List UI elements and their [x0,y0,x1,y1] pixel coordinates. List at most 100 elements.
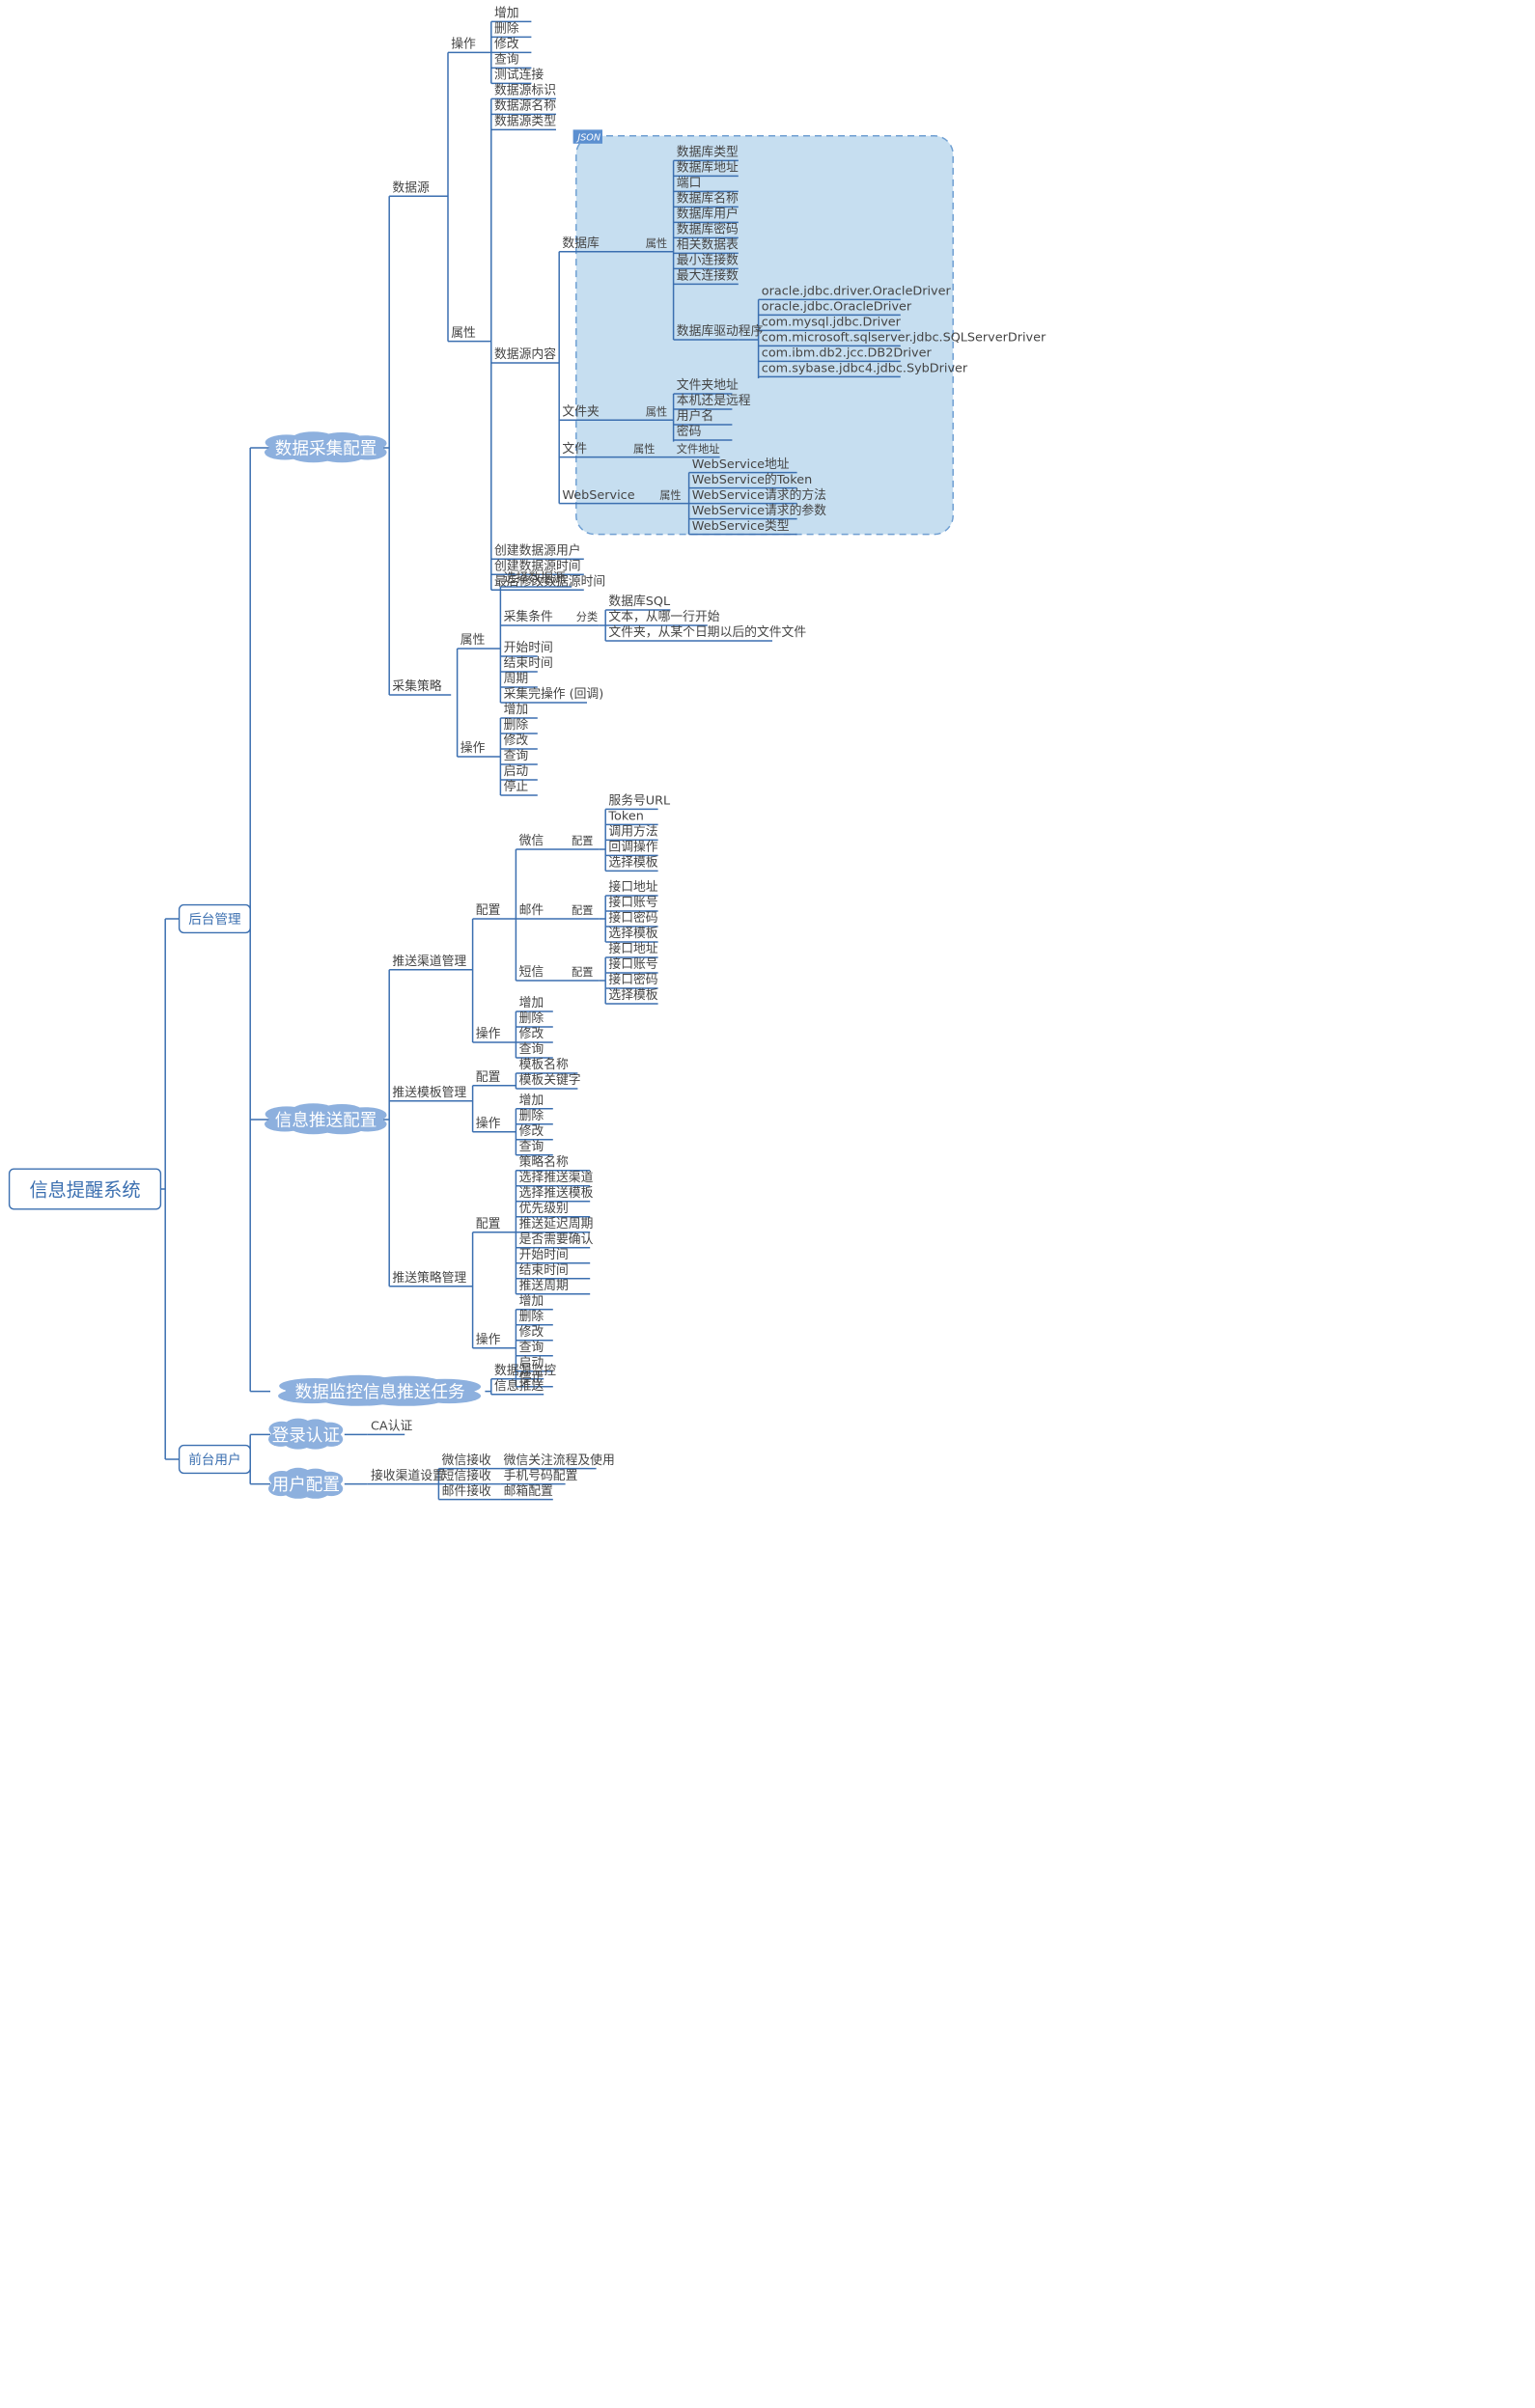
strategy-ops-item: 启动 [504,764,529,779]
json-tag [572,129,602,144]
ws-attr-item: WebService请求的参数 [692,503,826,518]
ws-attr-item: WebService地址 [692,457,790,472]
leaf-node: 修改 [494,38,519,52]
push-strategy-ops-item: 增加 [519,1294,544,1309]
json-tag-label: JSON [575,133,600,144]
channel-ops-item: 删除 [519,1011,544,1026]
db-attr-item: 数据库类型 [677,145,739,160]
db-attr-item: 相关数据表 [677,238,739,253]
push-strategy-config-item: 结束时间 [519,1263,569,1278]
channel-wechat-config: 配置 [572,835,593,847]
receive-config-item: 邮箱配置 [504,1483,553,1499]
db-attr-item: 最小连接数 [677,253,739,268]
push-strategy-ops-item: 删除 [519,1310,544,1324]
channel-node: 推送渠道管理 [392,955,466,969]
channel-mail-item: 接口密码 [608,910,657,926]
channel-config-node: 配置 [476,903,501,918]
db-attr-item: 数据库名称 [677,191,739,207]
push-strategy-config-item: 推送延迟周期 [519,1217,594,1232]
channel-sms-item: 选择模板 [608,988,657,1003]
frontend-node[interactable]: 前台用户 [178,1444,251,1475]
datasource-attr-item: 创建数据源时间 [494,559,581,573]
strategy-cls-label: 分类 [576,610,598,623]
ws-attr-item: WebService类型 [692,519,790,534]
backend-node-frame [178,903,251,934]
channel-mail-item: 接口账号 [608,895,657,910]
cloud-label: 用户配置 [272,1476,340,1495]
backend-node[interactable]: 后台管理 [178,903,251,934]
strategy-ops-node: 操作 [460,740,486,756]
push-strategy-config-item: 是否需要确认 [519,1232,594,1247]
channel-mail-item: 选择模板 [608,927,657,941]
channel-wechat-item: Token [607,810,643,824]
channel-sms-item: 接口账号 [608,956,657,972]
login-node[interactable]: 登录认证 [268,1418,344,1450]
strategy-cond-node: 采集条件 [504,609,553,624]
channel-sms-config: 配置 [572,966,593,979]
json-file-attr-label: 属性 [633,442,655,456]
push-strategy-config-item: 优先级别 [519,1202,569,1216]
receive-config-item: 手机号码配置 [504,1469,578,1483]
channel-mail-node: 邮件 [519,903,544,918]
template-config-item: 模板名称 [519,1057,569,1072]
template-node: 推送模板管理 [392,1086,466,1100]
datasource-ops-node: 操作 [451,37,476,52]
db-attr-item: 数据库密码 [677,222,739,237]
driver-item: com.ibm.db2.jcc.DB2Driver [762,346,933,361]
cloud-shape [349,445,387,460]
collect-strategy-node: 采集策略 [392,678,441,694]
strategy-attr-item: 选择数据源 [504,571,566,586]
ws-attr-item: WebService请求的方法 [692,487,826,503]
user-config-node[interactable]: 用户配置 [268,1467,344,1499]
template-config-node: 配置 [476,1070,501,1085]
template-ops-node: 操作 [476,1116,501,1131]
strategy-cls-item: 文件夹，从某个日期以后的文件文件 [608,624,806,640]
channel-wechat-item: 选择模板 [608,856,657,871]
frontend-node-label: 前台用户 [188,1452,240,1468]
root-node-frame [8,1168,162,1210]
template-ops-item: 修改 [519,1124,544,1139]
db-attr-item: 数据库用户 [677,207,739,222]
channel-ops-item: 增加 [519,996,544,1010]
cloud-shape [320,1481,344,1497]
receive-channel-node: 接收渠道设置 [371,1468,445,1483]
push-strategy-config-item: 选择推送模板 [519,1186,594,1201]
push-strategy-ops-node: 操作 [476,1332,501,1347]
datasource-attr-node: 属性 [451,326,476,341]
channel-mail-item: 接口地址 [608,879,657,895]
strategy-ops-item: 增加 [504,703,529,717]
json-folder-node: 文件夹 [562,404,600,419]
cloud-shape [320,1431,344,1447]
leaf-node: 查询 [494,53,519,68]
push-config-node[interactable]: 信息推送配置 [264,1103,387,1135]
folder-attr-item: 用户名 [677,408,713,424]
strategy-attr-node: 属性 [460,633,486,648]
driver-item: com.sybase.jdbc4.jdbc.SybDriver [762,362,968,376]
db-attr-item: 端口 [677,177,702,191]
strategy-ops-item: 查询 [504,749,529,763]
channel-sms-node: 短信 [519,965,544,980]
driver-item: oracle.jdbc.driver.OracleDriver [762,285,952,299]
folder-attr-item: 密码 [677,424,702,439]
channel-wechat-node: 微信 [519,834,544,848]
strategy-cls-item: 文本，从哪一行开始 [608,610,719,624]
cloud-shape [417,1388,482,1404]
root-node-label: 信息提醒系统 [29,1178,140,1201]
push-strategy-ops-item: 修改 [519,1325,544,1340]
root-node[interactable]: 信息提醒系统 [8,1168,162,1210]
db-attr-item: 最大连接数 [677,268,739,284]
template-ops-item: 删除 [519,1109,544,1123]
collect-config-node[interactable]: 数据采集配置 [264,431,387,463]
strategy-cls-item: 数据库SQL [608,594,671,609]
monitor-node[interactable]: 数据监控信息推送任务 [278,1374,482,1406]
cloud-label: 数据采集配置 [275,439,377,458]
strategy-attr-item: 结束时间 [504,656,553,671]
push-strategy-ops-item: 启动 [519,1356,544,1370]
strategy-ops-item: 停止 [504,779,529,794]
datasource-attr-item: 数据源类型 [494,115,556,129]
push-strategy-config-item: 选择推送渠道 [519,1171,594,1185]
receive-config-item: 微信关注流程及使用 [504,1453,615,1468]
push-strategy-config-item: 策略名称 [519,1154,569,1170]
